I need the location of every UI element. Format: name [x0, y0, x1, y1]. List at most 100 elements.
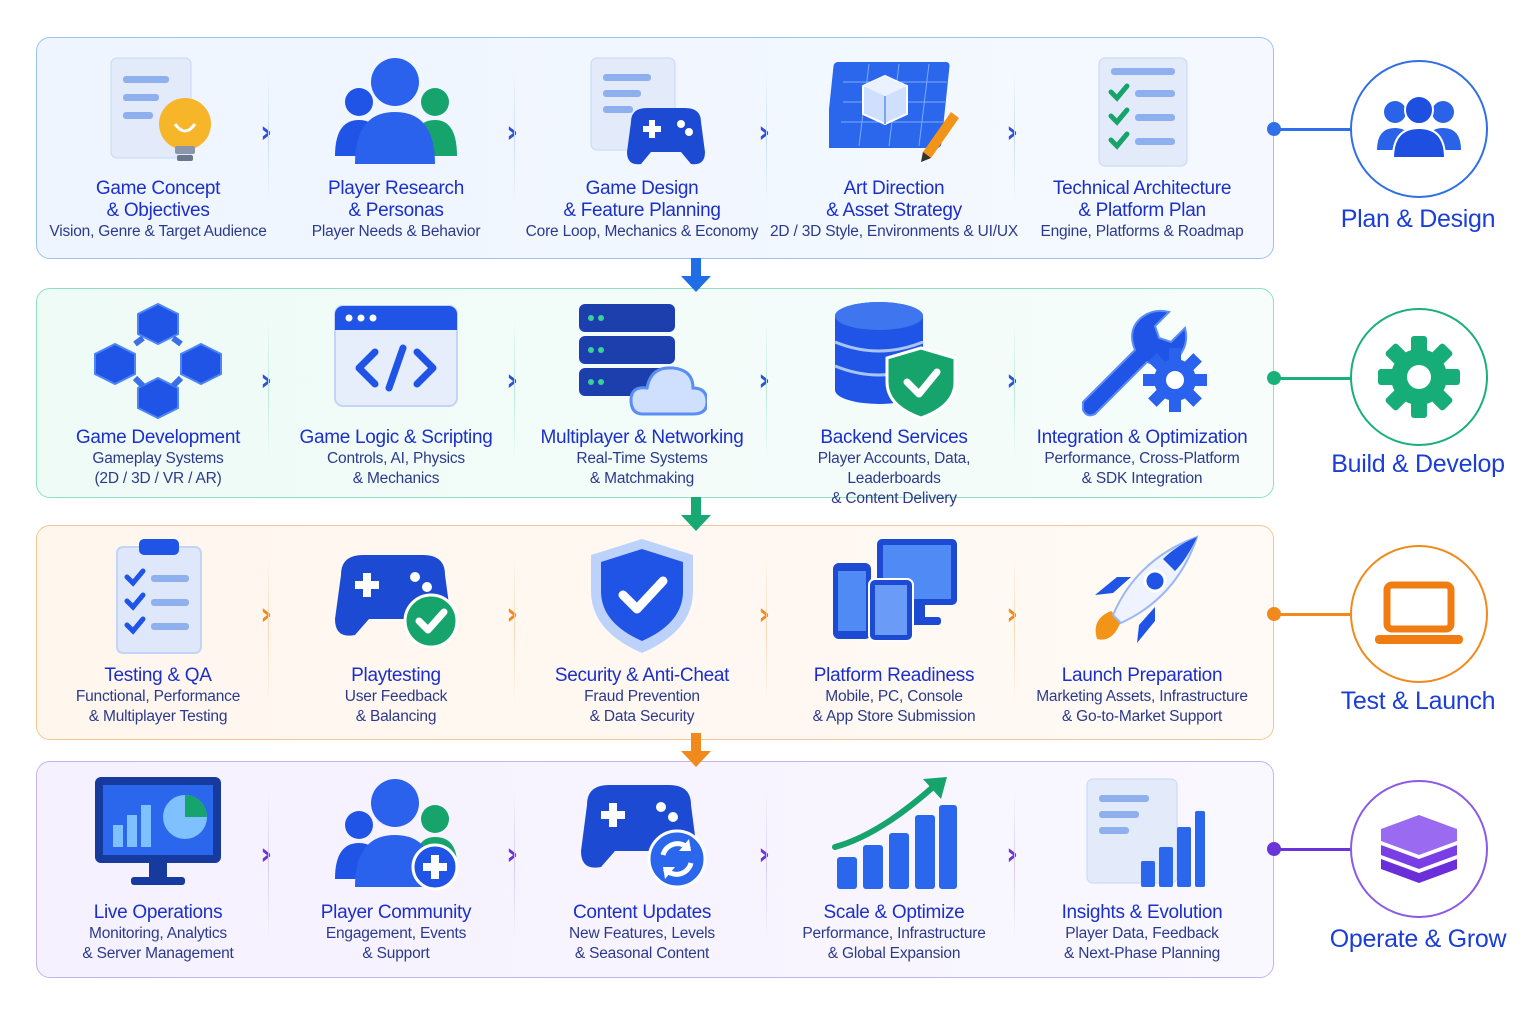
step-title: Player Research & Personas	[328, 178, 464, 221]
step-title: Backend Services	[820, 427, 968, 448]
step-description: Core Loop, Mechanics & Economy	[525, 223, 759, 240]
layers-icon	[1381, 815, 1457, 883]
chevron-right-icon: ›	[506, 363, 519, 398]
growth-bars-icon	[829, 775, 959, 895]
step-description: Fraud Prevention & Data Security	[584, 688, 700, 725]
build-badge	[1350, 308, 1488, 446]
code-window-icon	[331, 300, 461, 420]
step-title: Game Design & Feature Planning	[563, 178, 721, 221]
gamepad-check-icon	[331, 535, 461, 655]
shield-check-icon	[577, 535, 707, 655]
phase-label-test: Test & Launch	[1340, 687, 1496, 715]
step-title: Security & Anti-Cheat	[554, 665, 730, 686]
down-arrow-icon	[681, 497, 711, 531]
step-description: Performance, Cross-Platform & SDK Integr…	[1044, 450, 1240, 487]
column-divider	[268, 320, 269, 460]
checklist-icon	[1077, 52, 1207, 172]
step-description: Engagement, Events & Support	[325, 925, 467, 962]
gear-icon	[1378, 336, 1460, 418]
step-description: Performance, Infrastructure & Global Exp…	[802, 925, 986, 962]
step-title: Live Operations	[93, 902, 223, 923]
step-description: New Features, Levels & Seasonal Content	[569, 925, 715, 962]
step-description: Real-Time Systems & Matchmaking	[576, 450, 708, 487]
step-title: Player Community	[320, 902, 472, 923]
laptop-icon	[1375, 581, 1463, 644]
wrench-gear-icon	[1077, 300, 1207, 420]
column-divider	[766, 320, 767, 460]
step-title: Game Development	[75, 427, 241, 448]
column-divider	[514, 790, 515, 940]
chevron-right-icon: ›	[260, 837, 273, 872]
step-title: Insights & Evolution	[1061, 902, 1223, 923]
column-divider	[268, 72, 269, 202]
operate-badge	[1350, 780, 1488, 918]
step-description: Vision, Genre & Target Audience	[49, 223, 267, 240]
step-title: Scale & Optimize	[823, 902, 965, 923]
chevron-right-icon: ›	[260, 363, 273, 398]
chevron-right-icon: ›	[506, 597, 519, 632]
clipboard-checklist-icon	[93, 535, 223, 655]
column-divider	[766, 555, 767, 705]
step-description: Player Needs & Behavior	[311, 223, 481, 240]
column-divider	[1014, 555, 1015, 705]
step-description: User Feedback & Balancing	[344, 688, 448, 725]
server-cloud-icon	[577, 300, 709, 420]
step-title: Launch Preparation	[1061, 665, 1223, 686]
step-description: Player Data, Feedback & Next-Phase Plann…	[1063, 925, 1221, 962]
report-bars-icon	[1077, 775, 1207, 895]
column-divider	[1014, 790, 1015, 940]
chevron-right-icon: ›	[260, 597, 273, 632]
people-group-icon	[331, 52, 461, 172]
gamepad-refresh-icon	[577, 775, 707, 895]
column-divider	[514, 555, 515, 705]
test-badge	[1350, 545, 1488, 683]
column-divider	[1014, 320, 1015, 460]
column-divider	[268, 555, 269, 705]
chevron-right-icon: ›	[1006, 597, 1019, 632]
column-divider	[1014, 72, 1015, 202]
cubes-network-icon	[93, 300, 223, 420]
step-description: Controls, AI, Physics & Mechanics	[327, 450, 465, 487]
step-description: Mobile, PC, Console & App Store Submissi…	[812, 688, 976, 725]
step-title: Technical Architecture & Platform Plan	[1052, 178, 1232, 221]
design-doc-gamepad-icon	[577, 52, 707, 172]
chevron-right-icon: ›	[1006, 363, 1019, 398]
step-title: Playtesting	[351, 665, 441, 686]
connector-line	[1274, 128, 1352, 131]
step-description: Marketing Assets, Infrastructure & Go-to…	[1036, 688, 1248, 725]
plan-badge	[1350, 60, 1488, 198]
chevron-right-icon: ›	[506, 837, 519, 872]
blueprint-cube-icon	[825, 52, 959, 172]
column-divider	[766, 790, 767, 940]
column-divider	[766, 72, 767, 202]
chevron-right-icon: ›	[758, 363, 771, 398]
chevron-right-icon: ›	[758, 837, 771, 872]
monitor-dashboard-icon	[93, 775, 223, 895]
phase-label-build: Build & Develop	[1331, 450, 1505, 478]
connector-line	[1274, 848, 1352, 851]
column-divider	[514, 72, 515, 202]
step-title: Integration & Optimization	[1036, 427, 1248, 448]
step-description: Functional, Performance & Multiplayer Te…	[75, 688, 241, 725]
chevron-right-icon: ›	[1006, 115, 1019, 150]
chevron-right-icon: ›	[1006, 837, 1019, 872]
step-title: Art Direction & Asset Strategy	[826, 178, 962, 221]
step-description: Gameplay Systems (2D / 3D / VR / AR)	[92, 450, 224, 487]
step-title: Platform Readiness	[813, 665, 975, 686]
step-title: Game Concept & Objectives	[95, 178, 221, 221]
step-description: Player Accounts, Data, Leaderboards & Co…	[817, 450, 971, 507]
down-arrow-icon	[681, 733, 711, 767]
lightbulb-document-icon	[93, 52, 223, 172]
chevron-right-icon: ›	[758, 597, 771, 632]
